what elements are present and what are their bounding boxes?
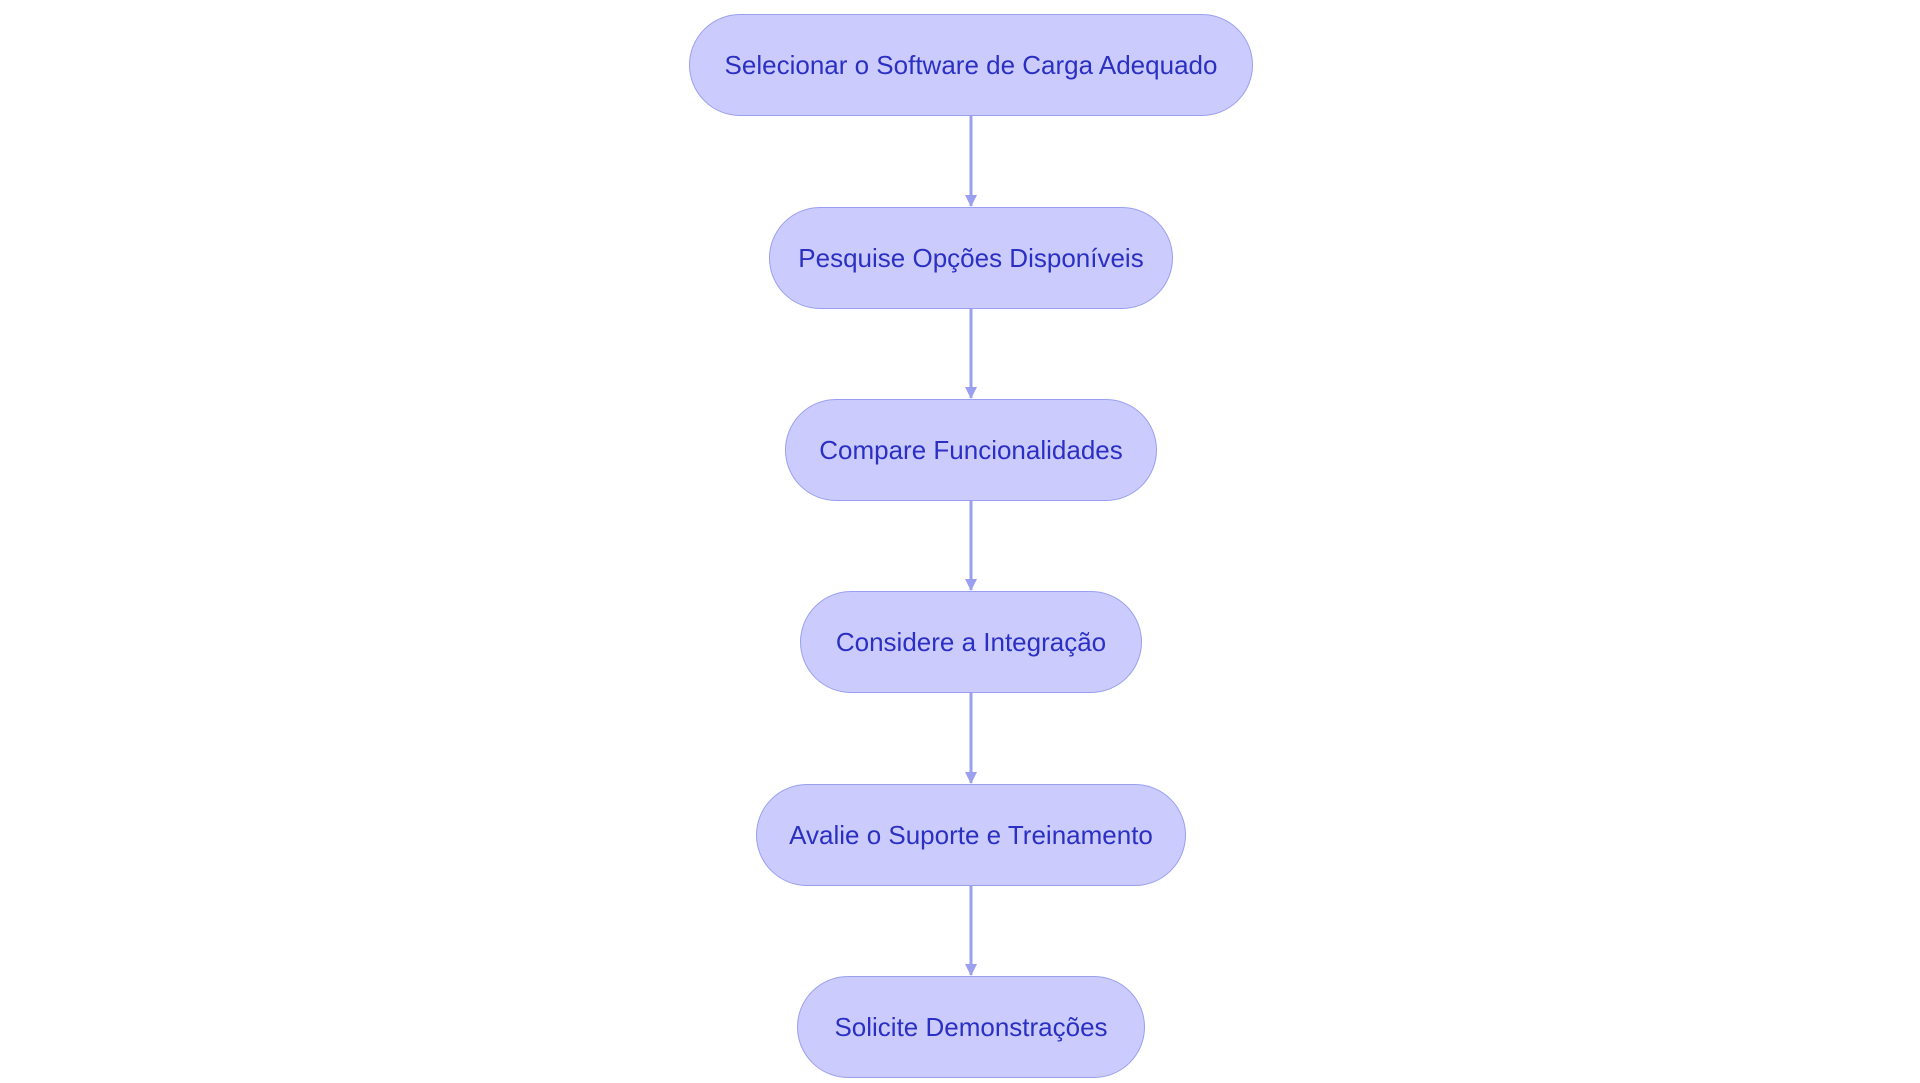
node-label: Pesquise Opções Disponíveis (798, 242, 1144, 273)
node-label: Solicite Demonstrações (834, 1011, 1108, 1042)
node-compare-funcionalidades: Compare Funcionalidades (785, 399, 1157, 501)
node-label: Compare Funcionalidades (819, 434, 1123, 465)
node-selecionar-software: Selecionar o Software de Carga Adequado (689, 14, 1253, 116)
node-pesquise-opcoes: Pesquise Opções Disponíveis (769, 207, 1173, 309)
node-label: Avalie o Suporte e Treinamento (789, 819, 1153, 850)
node-label: Considere a Integração (835, 626, 1107, 657)
node-avalie-suporte: Avalie o Suporte e Treinamento (756, 784, 1186, 886)
node-considere-integracao: Considere a Integração (800, 591, 1142, 693)
node-solicite-demonstracoes: Solicite Demonstrações (797, 976, 1145, 1078)
node-label: Selecionar o Software de Carga Adequado (724, 49, 1218, 80)
